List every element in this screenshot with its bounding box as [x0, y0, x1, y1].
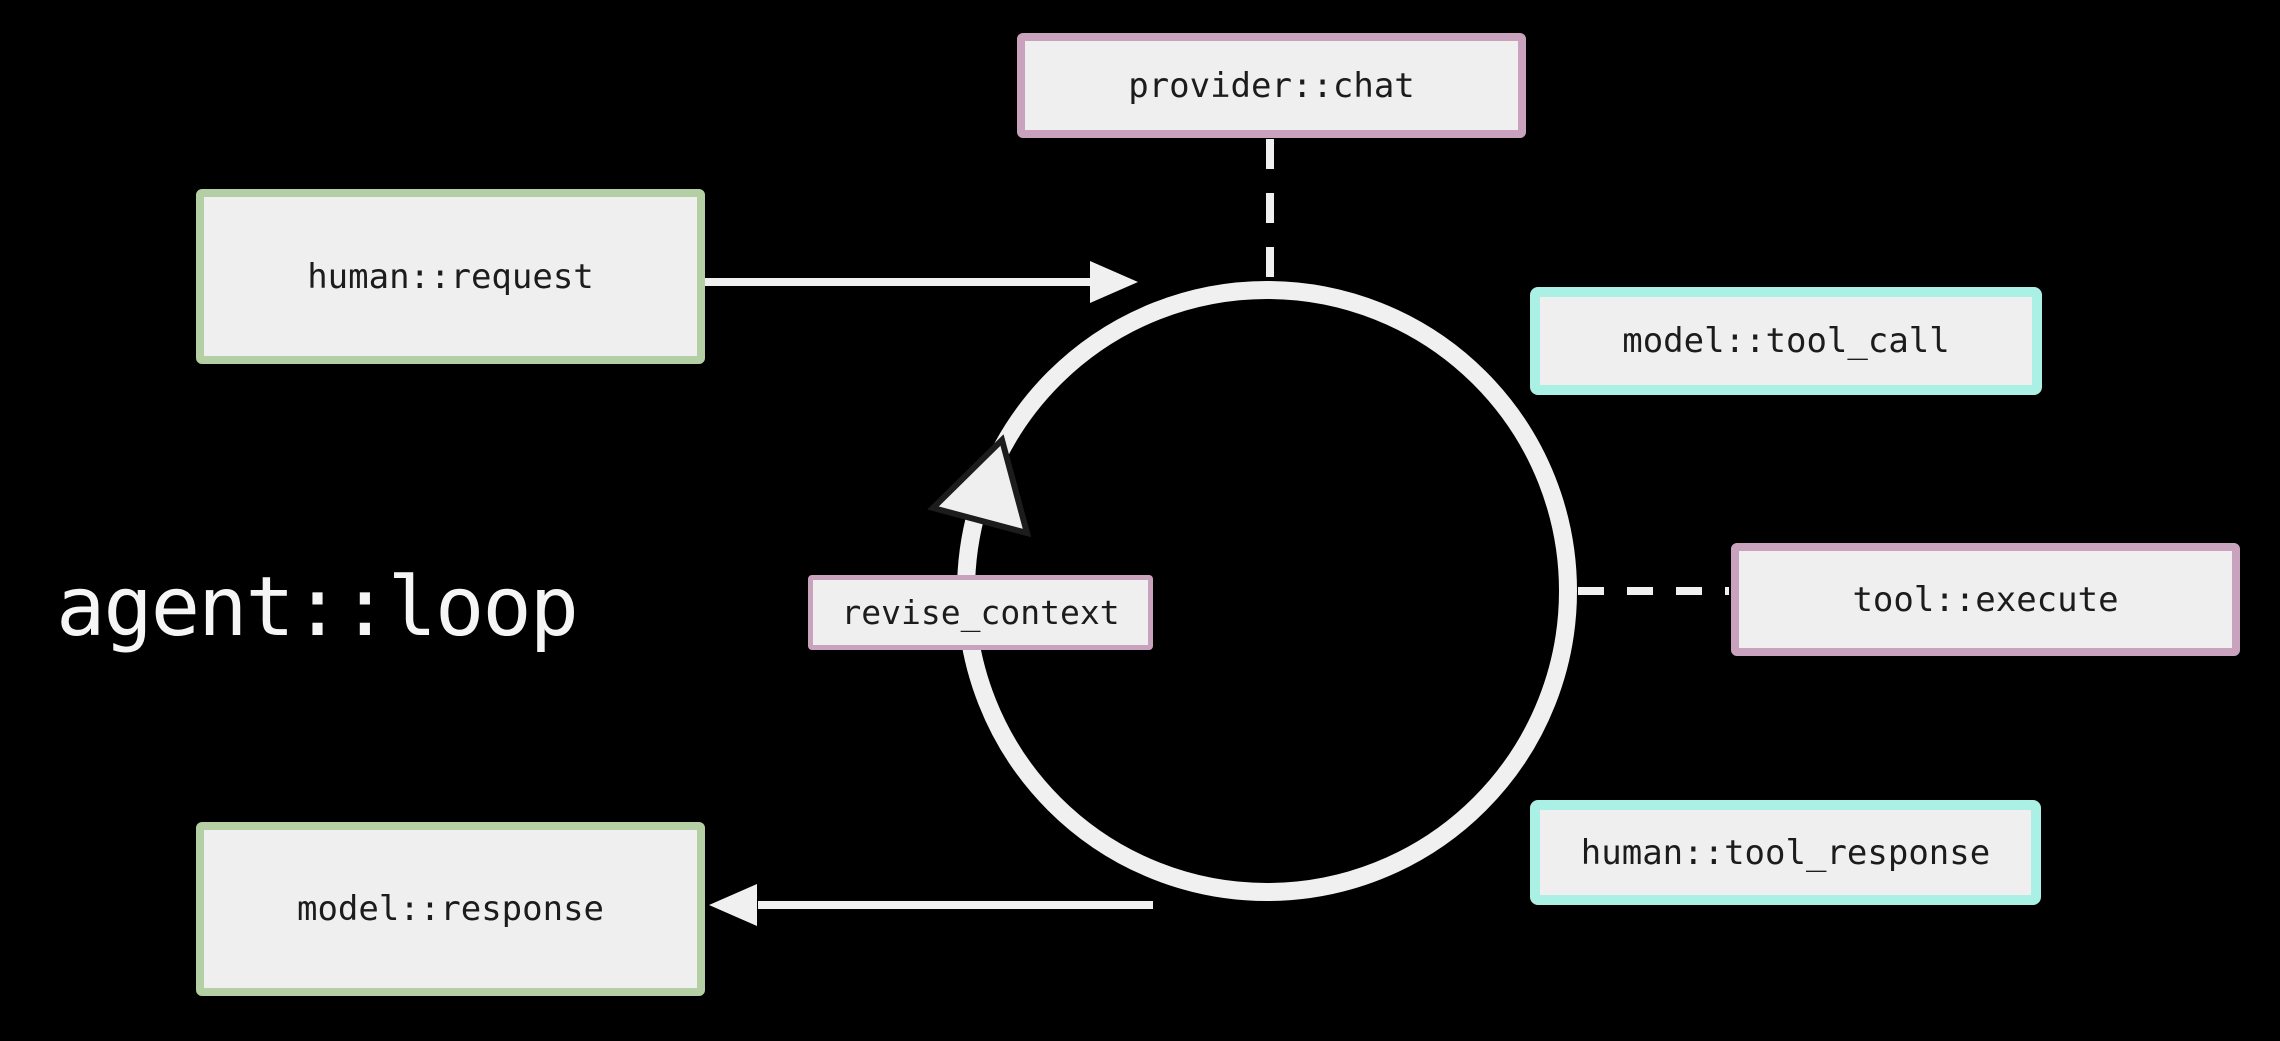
model-response-arrowhead-icon — [709, 884, 757, 926]
node-tool-execute-label: tool::execute — [1852, 579, 2119, 620]
node-model-response: model::response — [196, 822, 705, 996]
node-human-request-label: human::request — [307, 256, 594, 297]
agent-loop-title: agent::loop — [56, 560, 579, 655]
node-provider-chat: provider::chat — [1017, 33, 1526, 138]
node-model-response-label: model::response — [296, 889, 605, 929]
model-response-arrow — [709, 884, 1153, 926]
node-human-request: human::request — [196, 189, 705, 364]
node-human-tool-response-label: human::tool_response — [1580, 832, 1991, 873]
node-model-tool-call: model::tool_call — [1530, 287, 2042, 395]
human-request-arrowhead-icon — [1090, 261, 1138, 303]
loop-direction-arrowhead-icon — [927, 434, 1032, 538]
node-model-tool-call-label: model::tool_call — [1622, 321, 1950, 361]
node-tool-execute: tool::execute — [1731, 543, 2240, 656]
node-revise-context: revise_context — [808, 575, 1153, 650]
human-request-arrow — [704, 261, 1138, 303]
node-provider-chat-label: provider::chat — [1128, 65, 1415, 106]
node-human-tool-response: human::tool_response — [1530, 800, 2041, 905]
node-revise-context-label: revise_context — [841, 593, 1120, 632]
